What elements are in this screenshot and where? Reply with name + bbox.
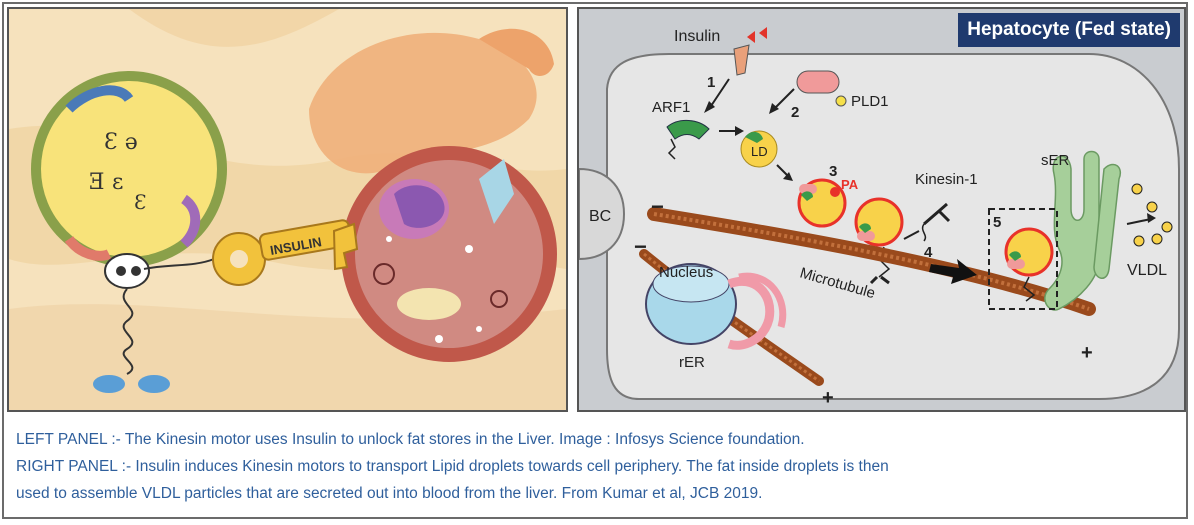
kinesin-label: Kinesin-1	[915, 171, 978, 188]
hepatocyte-diagram: BC Insulin 1 ARF1 PLD1 2 LD	[579, 27, 1180, 409]
bile-canaliculus	[579, 167, 626, 261]
plus-end-2: +	[822, 387, 834, 409]
vldl-particles	[1126, 183, 1173, 247]
lipid-droplet-2	[797, 178, 847, 228]
step-1-label: 1	[707, 74, 715, 91]
minus-end-2: −	[634, 234, 647, 259]
vldl-label: VLDL	[1127, 262, 1167, 279]
ld-label: LD	[751, 144, 768, 159]
ser-label: sER	[1041, 152, 1070, 169]
step-4-label: 4	[924, 244, 933, 261]
insulin-label: Insulin	[674, 28, 720, 45]
insulin-key: INSULIN	[212, 219, 359, 286]
nucleus	[645, 263, 737, 345]
nucleus-label: Nucleus	[659, 264, 713, 281]
pa-label: PA	[841, 177, 859, 192]
liver-shape	[309, 32, 537, 174]
step-3-label: 3	[829, 163, 837, 180]
arf1-icon	[666, 120, 710, 140]
insulin-receptor	[733, 27, 767, 76]
step-5-label: 5	[993, 214, 1001, 231]
svg-text:Ɛ: Ɛ	[134, 190, 146, 214]
plus-end-1: +	[1081, 342, 1093, 364]
bc-label: BC	[589, 208, 611, 225]
minus-end-1: −	[651, 194, 664, 219]
lipid-droplet-1	[740, 130, 778, 168]
caption-line-1: LEFT PANEL :- The Kinesin motor uses Ins…	[16, 431, 805, 448]
rer-label: rER	[679, 354, 705, 371]
right-panel-diagram: BC Insulin 1 ARF1 PLD1 2 LD	[577, 7, 1186, 412]
pld1-label: PLD1	[851, 93, 889, 110]
step-2-label: 2	[791, 104, 799, 121]
caption-line-3: used to assemble VLDL particles that are…	[16, 485, 763, 502]
kinesin-character	[93, 253, 215, 393]
rough-er	[727, 272, 787, 350]
svg-text:Ɛ ǝ: Ɛ ǝ	[104, 130, 138, 155]
svg-text:Ǝ ɛ: Ǝ ɛ	[89, 170, 123, 195]
fat-droplet-illustration: Ɛ ǝ Ǝ ɛ Ɛ	[31, 71, 227, 267]
left-panel-illustration: Ɛ ǝ Ǝ ɛ Ɛ INSULIN	[7, 7, 568, 412]
lipid-droplet-4	[1004, 227, 1054, 302]
kinesin-icon	[923, 202, 951, 226]
arf1-label: ARF1	[652, 99, 690, 116]
transport-arrow	[929, 259, 977, 284]
caption-line-2: RIGHT PANEL :- Insulin induces Kinesin m…	[16, 458, 889, 475]
smooth-er	[1044, 150, 1121, 311]
lipid-droplet-3	[854, 197, 904, 285]
cartoon-illustration: Ɛ ǝ Ǝ ɛ Ɛ INSULIN	[9, 9, 566, 410]
cell-illustration	[341, 146, 557, 362]
pld1-icon	[796, 70, 840, 94]
panel-title: Hepatocyte (Fed state)	[958, 13, 1180, 47]
step-5-box	[988, 208, 1058, 310]
